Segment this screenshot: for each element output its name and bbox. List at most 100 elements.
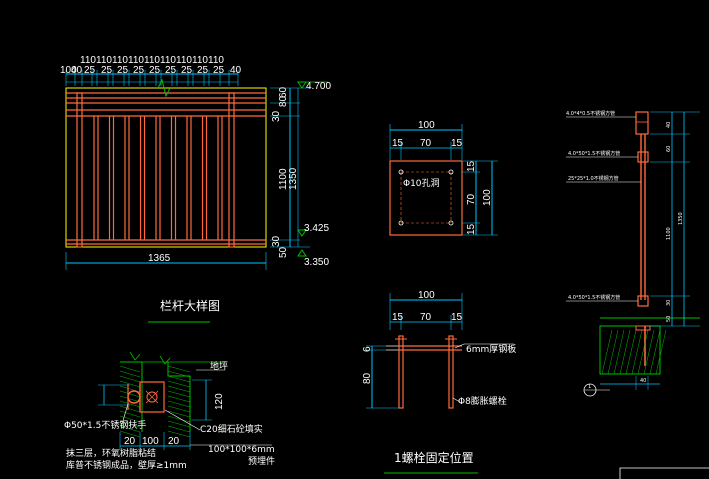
fill-label: C20细石砼填实 <box>200 423 263 435</box>
hatch-line <box>119 425 141 433</box>
plate-dim-70: 70 <box>420 138 432 149</box>
dim-25: 25 <box>213 65 225 76</box>
bottom-rail-section <box>637 295 649 307</box>
expansion-bolt-right <box>448 335 454 409</box>
elevation-top: 4.700 <box>306 81 331 92</box>
slab-hatch <box>601 329 667 375</box>
dim-40-right: 40 <box>230 65 242 76</box>
bolt-label: Φ8膨胀螺栓 <box>458 395 507 407</box>
plate-v-15b: 15 <box>466 223 477 235</box>
hatch-line <box>119 420 141 428</box>
dim-110: 110 <box>208 55 224 66</box>
dim-25: 25 <box>101 65 113 76</box>
hatch-line <box>167 425 191 433</box>
balusters <box>93 116 223 240</box>
top-dimension-ticks <box>65 70 239 86</box>
sheet-border <box>619 467 709 479</box>
hole-label: Φ10孔洞 <box>403 178 440 189</box>
section-note-4: 4.0*50*1.5不锈钢方管 <box>568 294 620 301</box>
plate-dim-100: 100 <box>418 120 435 131</box>
bolt-dim-70: 70 <box>420 312 432 323</box>
wall-section-detail: 地坪 Φ50*1.5不锈钢扶手 120 C20细石砼填实 20 100 20 抹… <box>64 351 275 471</box>
bolt-dim-15a: 15 <box>392 312 404 323</box>
hatch-line <box>167 370 191 378</box>
dim-25: 25 <box>197 65 209 76</box>
bolt-hole-icon <box>448 220 454 226</box>
dim-110: 110 <box>144 55 160 66</box>
dim-110: 110 <box>160 55 176 66</box>
hatch-line <box>167 405 191 413</box>
hatch-line <box>119 395 141 403</box>
hatch-line <box>119 430 141 438</box>
wall-dim-120: 120 <box>214 393 225 410</box>
dim-25: 25 <box>165 65 177 76</box>
hatch-line <box>167 430 191 438</box>
wall-dim-20b: 20 <box>168 436 180 447</box>
section-dim-60: 60 <box>666 146 672 152</box>
embed-plate-detail: 100 15 70 15 Φ10孔洞 15 70 15 100 <box>389 120 498 236</box>
ground-label: 地坪 <box>210 360 228 372</box>
break-symbol <box>129 351 141 361</box>
break-symbol <box>157 78 171 98</box>
bolt-hole-icon <box>448 169 454 175</box>
hatch-line <box>167 420 191 428</box>
dim-110: 110 <box>192 55 208 66</box>
hatch-line <box>119 405 141 413</box>
leader-line <box>121 403 129 425</box>
section-dim-50: 50 <box>666 316 672 322</box>
plate-size-label: 100*100*6mm <box>208 445 275 455</box>
bolt-dim-6: 6 <box>362 346 373 352</box>
hatch-line <box>119 375 141 383</box>
hatch-line <box>613 329 625 375</box>
plate-dim-15b: 15 <box>451 138 463 149</box>
handrail-label: Φ50*1.5不锈钢扶手 <box>64 419 146 431</box>
plate-label: 6mm厚钢板 <box>466 343 516 355</box>
wall-outline-left <box>120 361 143 432</box>
dim-40-left: 40 <box>71 65 83 76</box>
hatch-line <box>119 400 141 408</box>
hatch-line <box>167 380 191 388</box>
dim-110: 110 <box>128 55 144 66</box>
hatch-line <box>119 370 141 378</box>
title-bolt-position: 1螺栓固定位置 <box>394 450 474 465</box>
hatch-line <box>119 390 141 398</box>
plate-v-100: 100 <box>482 189 493 206</box>
bolt-cross <box>145 390 159 404</box>
bolt-dim-100: 100 <box>418 290 435 301</box>
railing-elevation: 100 40 25 110 25 110 25 110 25 110 25 11… <box>60 55 331 323</box>
hatch-line <box>649 329 661 375</box>
embed-label: 预埋件 <box>248 455 275 467</box>
section-dim-30: 30 <box>666 300 672 306</box>
railing-frame <box>65 87 267 248</box>
wall-outline-right <box>167 362 191 432</box>
hatch-line <box>167 400 191 408</box>
dim-110: 110 <box>96 55 112 66</box>
dim-110: 110 <box>176 55 192 66</box>
left-post <box>76 92 83 248</box>
mid-rail-section <box>637 151 649 163</box>
bolt-dim-80: 80 <box>362 372 373 384</box>
hatch-line <box>167 395 191 403</box>
base-plate-section <box>635 325 651 331</box>
elevation-mid: 3.425 <box>304 223 329 234</box>
leader-line <box>164 409 201 431</box>
elevation-marker-top <box>297 81 307 89</box>
handrail-tube-icon <box>127 390 141 404</box>
title-railing-detail: 栏杆大样图 <box>160 298 220 313</box>
hatch-line <box>167 385 191 393</box>
wall-dim-100: 100 <box>142 436 159 447</box>
dim-100: 100 <box>60 65 77 76</box>
dim-1100: 1100 <box>278 168 289 190</box>
section-dim-bottom: 40 <box>640 378 646 384</box>
hatch-line <box>167 390 191 398</box>
note-label-2: 库普不锈钢成品，壁厚≥1mm <box>66 459 187 471</box>
hatch-line <box>619 329 631 375</box>
leader-line <box>454 343 465 349</box>
hatch-line <box>637 329 649 375</box>
hatch-line <box>119 380 141 388</box>
right-post <box>228 92 235 248</box>
concrete-hatch <box>119 365 191 438</box>
dim-25: 25 <box>117 65 129 76</box>
dim-1365: 1365 <box>148 253 171 264</box>
